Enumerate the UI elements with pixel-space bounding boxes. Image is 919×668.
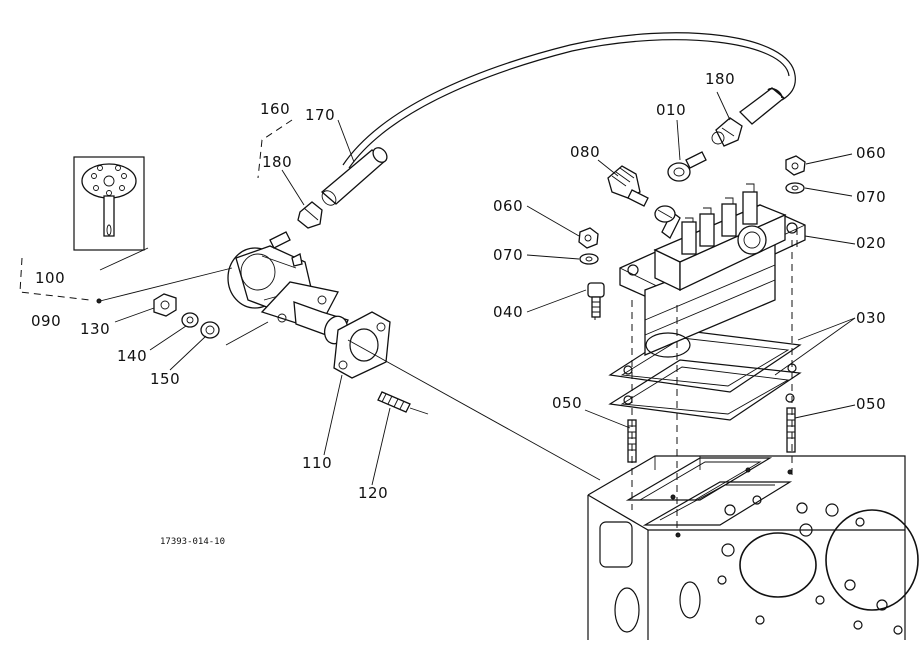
- callout-160: 160: [260, 100, 291, 118]
- studs: [627, 407, 796, 463]
- inset-100: [73, 156, 145, 251]
- callout-070-right: 070: [856, 188, 887, 206]
- callout-060-left: 060: [493, 197, 524, 215]
- stop-solenoid: [227, 231, 349, 345]
- callout-100: 100: [35, 269, 66, 287]
- callout-050-left: 050: [552, 394, 583, 412]
- callout-180-mid: 180: [262, 153, 293, 171]
- stud-120: [377, 391, 429, 415]
- hose-170: [320, 147, 388, 206]
- solenoid-gasket: [333, 311, 391, 379]
- callout-050-right: 050: [856, 395, 887, 413]
- callout-150: 150: [150, 370, 181, 388]
- callout-140: 140: [117, 347, 148, 365]
- small-washers: [153, 293, 220, 339]
- clip-180: [297, 201, 323, 229]
- callout-090: 090: [31, 312, 62, 330]
- callout-110: 110: [302, 454, 333, 472]
- fuel-fittings: [607, 87, 786, 223]
- small-fasteners-left: [578, 227, 605, 318]
- small-fasteners-right: [785, 155, 806, 194]
- engine-block: [587, 455, 919, 640]
- callout-070-left: 070: [493, 246, 524, 264]
- fuel-return-hose: [342, 32, 796, 166]
- callout-120: 120: [358, 484, 389, 502]
- callout-040: 040: [493, 303, 524, 321]
- callout-030: 030: [856, 309, 887, 327]
- leader-lines: [99, 91, 856, 486]
- injection-pump: [619, 183, 806, 358]
- callout-130: 130: [80, 320, 111, 338]
- drawing-number: 17393-014-10: [160, 537, 226, 547]
- callout-060-right: 060: [856, 144, 887, 162]
- gaskets: [608, 329, 802, 421]
- callout-170: 170: [305, 106, 336, 124]
- callout-180-upper: 180: [705, 70, 736, 88]
- callout-020: 020: [856, 234, 887, 252]
- callout-010: 010: [656, 101, 687, 119]
- callout-080: 080: [570, 143, 601, 161]
